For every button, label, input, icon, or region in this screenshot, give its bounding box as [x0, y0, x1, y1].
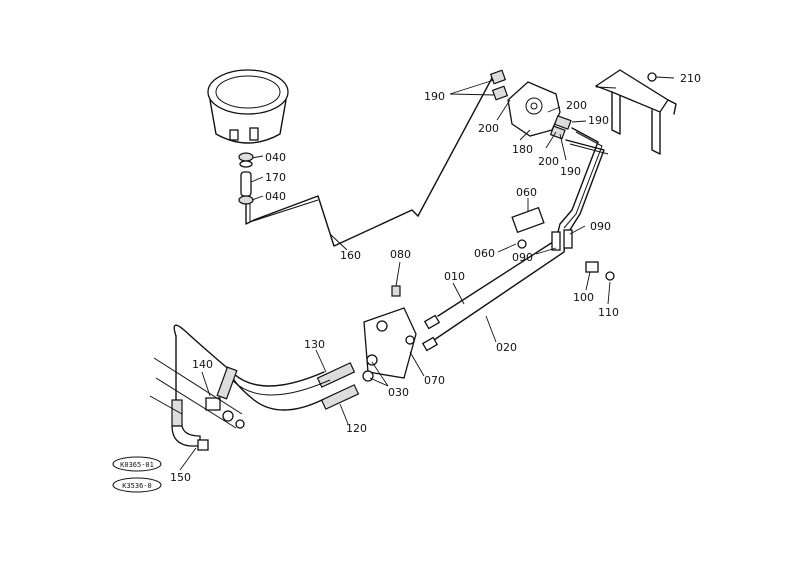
callout-030: 030: [388, 386, 409, 399]
oil-tank: [207, 69, 289, 144]
callout-200-bottom: 200: [538, 155, 559, 168]
mounting-bracket: [594, 69, 677, 155]
callout-020: 020: [496, 341, 517, 354]
svg-text:K0365-01: K0365-01: [120, 461, 154, 469]
callout-200-right: 200: [566, 99, 587, 112]
svg-text:K3536-0: K3536-0: [122, 482, 152, 490]
callout-040-top: 040: [265, 151, 286, 164]
callout-190-bottom: 190: [560, 165, 581, 178]
pressure-pipe-010: [437, 127, 599, 317]
callout-110: 110: [598, 306, 619, 319]
callout-120: 120: [346, 422, 367, 435]
callout-060-bottom: 060: [474, 247, 495, 260]
clip-100-110: [585, 261, 615, 281]
callout-150: 150: [170, 471, 191, 484]
reference-code-1: K0365-01: [112, 456, 162, 472]
callout-160: 160: [340, 249, 361, 262]
callout-170: 170: [265, 171, 286, 184]
callout-070: 070: [424, 374, 445, 387]
suction-pipe-160: [245, 195, 419, 247]
pipe-clamp-090: [551, 229, 573, 251]
callout-080: 080: [390, 248, 411, 261]
elbow-fitting-150: [171, 399, 209, 451]
callout-210: 210: [680, 72, 701, 85]
pipe-clamp-060: [511, 206, 545, 249]
callout-190-right: 190: [588, 114, 609, 127]
callout-labels: 040 170 040 160 190 200 200 190 180 200 …: [170, 72, 701, 484]
callout-180: 180: [512, 143, 533, 156]
reference-code-2: K3536-0: [112, 477, 162, 493]
leader-lines: [179, 76, 675, 471]
callout-090-right: 090: [590, 220, 611, 233]
hose-130: [173, 324, 356, 401]
hose-fitting-140: [205, 366, 245, 429]
callout-100: 100: [573, 291, 594, 304]
pump-180: [489, 69, 572, 140]
callout-190-left: 190: [424, 90, 445, 103]
return-pipe-020: [433, 139, 605, 341]
tank-outlet-fitting: [238, 152, 254, 205]
valve-block-070: [362, 285, 417, 382]
callout-010: 010: [444, 270, 465, 283]
callout-140: 140: [192, 358, 213, 371]
callout-130: 130: [304, 338, 325, 351]
callout-090-left: 090: [512, 251, 533, 264]
callout-200-left: 200: [478, 122, 499, 135]
callout-060-top: 060: [516, 186, 537, 199]
callout-040-bottom: 040: [265, 190, 286, 203]
